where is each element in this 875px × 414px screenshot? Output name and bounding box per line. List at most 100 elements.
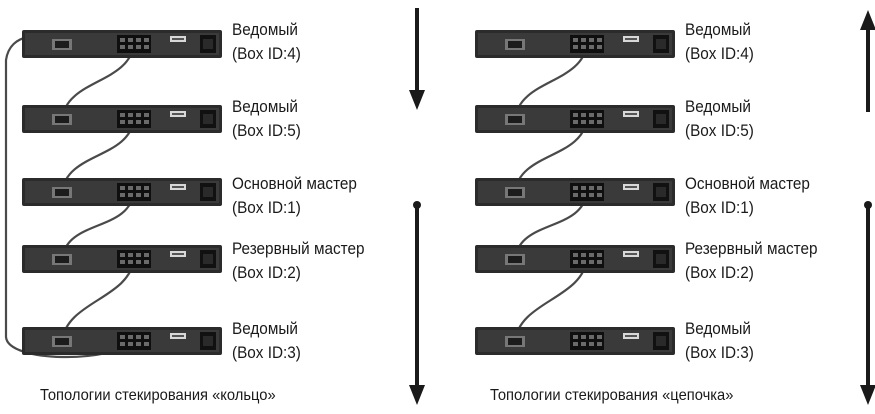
power-socket-inner bbox=[656, 254, 666, 264]
port-pin bbox=[120, 113, 125, 117]
port-pin bbox=[573, 260, 578, 264]
port-pin bbox=[128, 253, 133, 257]
port-pin bbox=[573, 38, 578, 42]
stack-port-a-inner bbox=[55, 256, 69, 263]
port-pin bbox=[144, 45, 149, 49]
chain-arrow-top bbox=[860, 10, 875, 112]
stack-port-b-icon bbox=[117, 332, 151, 350]
power-socket-inner bbox=[203, 39, 213, 49]
power-socket-inner bbox=[203, 254, 213, 264]
chain-unit-3-role: Основной мастер bbox=[685, 174, 810, 193]
port-pin bbox=[136, 342, 141, 346]
stack-port-a-inner bbox=[55, 338, 69, 345]
arrow-start-dot bbox=[413, 201, 421, 209]
ring-arrow-top bbox=[409, 8, 425, 110]
ring-topology-caption: Топологии стекирования «кольцо» bbox=[40, 387, 276, 404]
label-sticker-text bbox=[625, 38, 637, 40]
port-pin bbox=[144, 335, 149, 339]
port-pin bbox=[597, 335, 602, 339]
label-sticker-text bbox=[172, 38, 184, 40]
power-socket-inner bbox=[656, 187, 666, 197]
port-pin bbox=[128, 45, 133, 49]
stack-port-b-icon bbox=[117, 250, 151, 268]
power-socket-inner bbox=[656, 336, 666, 346]
chain-switch-unit-1 bbox=[475, 30, 675, 58]
port-pin bbox=[128, 186, 133, 190]
port-pin bbox=[120, 260, 125, 264]
port-pin bbox=[581, 45, 586, 49]
ring-unit-1-box-id: (Box ID:4) bbox=[232, 44, 301, 63]
port-pin bbox=[136, 253, 141, 257]
port-pin bbox=[573, 335, 578, 339]
chain-unit-2-box-id: (Box ID:5) bbox=[685, 121, 754, 140]
ring-unit-3-role: Основной мастер bbox=[232, 174, 357, 193]
port-pin bbox=[597, 113, 602, 117]
port-pin bbox=[573, 253, 578, 257]
port-pin bbox=[120, 120, 125, 124]
port-pin bbox=[573, 113, 578, 117]
stack-port-a-inner bbox=[508, 41, 522, 48]
port-pin bbox=[581, 342, 586, 346]
port-pin bbox=[581, 260, 586, 264]
port-pin bbox=[581, 253, 586, 257]
port-pin bbox=[144, 260, 149, 264]
chain-switch-unit-3 bbox=[475, 178, 675, 206]
port-pin bbox=[120, 193, 125, 197]
port-pin bbox=[144, 120, 149, 124]
port-pin bbox=[128, 342, 133, 346]
stack-port-b-icon bbox=[570, 35, 604, 53]
port-pin bbox=[597, 253, 602, 257]
port-pin bbox=[589, 113, 594, 117]
port-pin bbox=[573, 45, 578, 49]
arrow-head bbox=[409, 90, 425, 110]
port-pin bbox=[128, 120, 133, 124]
stack-port-b-icon bbox=[570, 183, 604, 201]
label-sticker-text bbox=[172, 335, 184, 337]
port-pin bbox=[120, 38, 125, 42]
port-pin bbox=[136, 260, 141, 264]
port-pin bbox=[144, 253, 149, 257]
arrow-head bbox=[860, 385, 875, 405]
arrow-head bbox=[409, 385, 425, 405]
port-pin bbox=[589, 45, 594, 49]
port-pin bbox=[589, 186, 594, 190]
stack-port-b-icon bbox=[570, 110, 604, 128]
label-sticker-text bbox=[625, 113, 637, 115]
port-pin bbox=[120, 342, 125, 346]
stack-port-b-icon bbox=[117, 35, 151, 53]
label-sticker-text bbox=[172, 113, 184, 115]
stack-port-a-inner bbox=[55, 116, 69, 123]
port-pin bbox=[144, 342, 149, 346]
chain-unit-5-role: Ведомый bbox=[685, 319, 751, 338]
port-pin bbox=[597, 120, 602, 124]
port-pin bbox=[589, 193, 594, 197]
stack-port-a-inner bbox=[508, 256, 522, 263]
ring-unit-4-box-id: (Box ID:2) bbox=[232, 263, 301, 282]
port-pin bbox=[589, 120, 594, 124]
port-pin bbox=[597, 193, 602, 197]
chain-switch-unit-2 bbox=[475, 105, 675, 133]
port-pin bbox=[144, 193, 149, 197]
port-pin bbox=[120, 45, 125, 49]
ring-arrow-bottom bbox=[409, 201, 425, 405]
port-pin bbox=[573, 120, 578, 124]
port-pin bbox=[581, 186, 586, 190]
port-pin bbox=[136, 186, 141, 190]
chain-unit-4-box-id: (Box ID:2) bbox=[685, 263, 754, 282]
stack-port-a-inner bbox=[508, 189, 522, 196]
chain-unit-1-box-id: (Box ID:4) bbox=[685, 44, 754, 63]
port-pin bbox=[120, 186, 125, 190]
port-pin bbox=[581, 335, 586, 339]
port-pin bbox=[597, 45, 602, 49]
port-pin bbox=[581, 113, 586, 117]
stack-port-b-icon bbox=[117, 183, 151, 201]
chain-switch-unit-5 bbox=[475, 327, 675, 355]
label-sticker-text bbox=[172, 253, 184, 255]
port-pin bbox=[597, 260, 602, 264]
chain-unit-2-role: Ведомый bbox=[685, 97, 751, 116]
port-pin bbox=[120, 335, 125, 339]
ring-unit-4-role: Резервный мастер bbox=[232, 239, 365, 258]
stack-port-b-icon bbox=[117, 110, 151, 128]
stack-port-a-inner bbox=[55, 189, 69, 196]
